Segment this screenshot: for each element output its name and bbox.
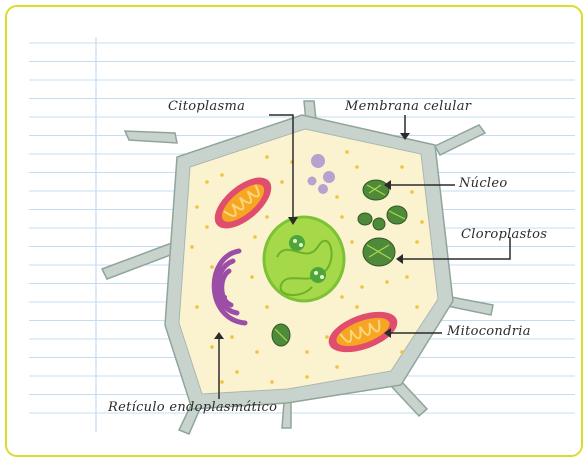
nucleus [264, 217, 344, 301]
label-cytoplasm: Citoplasma [168, 99, 245, 114]
label-nucleus: Núcleo [459, 176, 508, 191]
label-chloroplasts: Cloroplastos [461, 227, 547, 242]
label-cell-membrane: Membrana celular [345, 99, 471, 114]
diagram-card: Citoplasma Membrana celular Núcleo Cloro… [5, 5, 583, 457]
label-endoplasmic-reticulum: Retículo endoplasmático [108, 400, 277, 415]
label-mitochondria: Mitocondria [447, 324, 531, 339]
